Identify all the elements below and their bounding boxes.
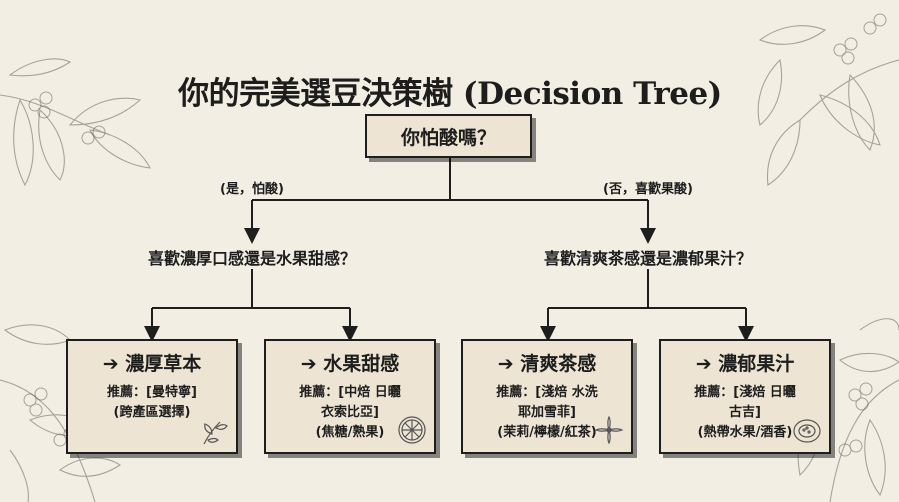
recommendation-line-2: 古吉] xyxy=(729,405,761,420)
recommendation-line: 推薦：[曼特寧] xyxy=(107,385,197,400)
leaf-heading: ➔ 清爽茶感 xyxy=(497,353,597,375)
branch-label-no: (否，喜歡果酸) xyxy=(603,182,693,197)
recommendation-line: 推薦：[中焙 日曬 xyxy=(299,385,401,400)
root-question-text: 你怕酸嗎？ xyxy=(400,126,496,149)
leaf-box-rich-juice: ➔ 濃郁果汁 推薦：[淺焙 日曬 古吉] (熱帶水果/酒香) xyxy=(659,339,831,454)
recommendation-line-2: 衣索比亞] xyxy=(321,405,379,420)
tropical-fruit-icon xyxy=(793,419,821,443)
leaf-heading: ➔ 水果甜感 xyxy=(300,353,400,375)
recommendation-note: (焦糖/熟果) xyxy=(315,425,385,440)
root-question-box: 你怕酸嗎？ xyxy=(365,114,532,158)
leaf-recommendation: 推薦：[淺焙 水洗 耶加雪菲] (茉莉/檸檬/紅茶) xyxy=(475,383,619,443)
leaf-box-rich-herbal: ➔ 濃厚草本 推薦：[曼特寧] (跨產區選擇) xyxy=(66,339,238,454)
recommendation-note: (熱帶水果/酒香) xyxy=(697,425,793,440)
herb-leaf-icon xyxy=(203,421,228,445)
recommendation-line: 推薦：[淺焙 水洗 xyxy=(496,385,598,400)
leaf-box-fruity-sweet: ➔ 水果甜感 推薦：[中焙 日曬 衣索比亞] (焦糖/熟果) xyxy=(264,339,436,454)
recommendation-line: 推薦：[淺焙 日曬 xyxy=(694,385,796,400)
recommendation-line-2: 耶加雪菲] xyxy=(518,405,576,420)
question-left: 喜歡濃厚口感還是水果甜感？ xyxy=(143,245,361,269)
leaf-recommendation: 推薦：[淺焙 日曬 古吉] (熱帶水果/酒香) xyxy=(673,383,817,443)
leaf-heading: ➔ 濃厚草本 xyxy=(102,353,202,375)
recommendation-note: (茉莉/檸檬/紅茶) xyxy=(497,425,597,440)
jasmine-flower-icon xyxy=(594,415,624,445)
recommendation-note: (跨產區選擇) xyxy=(113,405,191,420)
leaf-box-light-tea: ➔ 清爽茶感 推薦：[淺焙 水洗 耶加雪菲] (茉莉/檸檬/紅茶) xyxy=(461,339,633,454)
orange-slice-icon xyxy=(398,416,426,444)
page-title: 你的完美選豆決策樹 (Decision Tree) xyxy=(178,75,722,112)
branch-label-yes: (是，怕酸) xyxy=(220,182,284,197)
leaf-heading: ➔ 濃郁果汁 xyxy=(695,353,795,375)
question-right: 喜歡清爽茶感還是濃郁果汁？ xyxy=(539,245,757,269)
leaf-recommendation: 推薦：[曼特寧] (跨產區選擇) xyxy=(80,383,224,423)
leaf-recommendation: 推薦：[中焙 日曬 衣索比亞] (焦糖/熟果) xyxy=(278,383,422,443)
